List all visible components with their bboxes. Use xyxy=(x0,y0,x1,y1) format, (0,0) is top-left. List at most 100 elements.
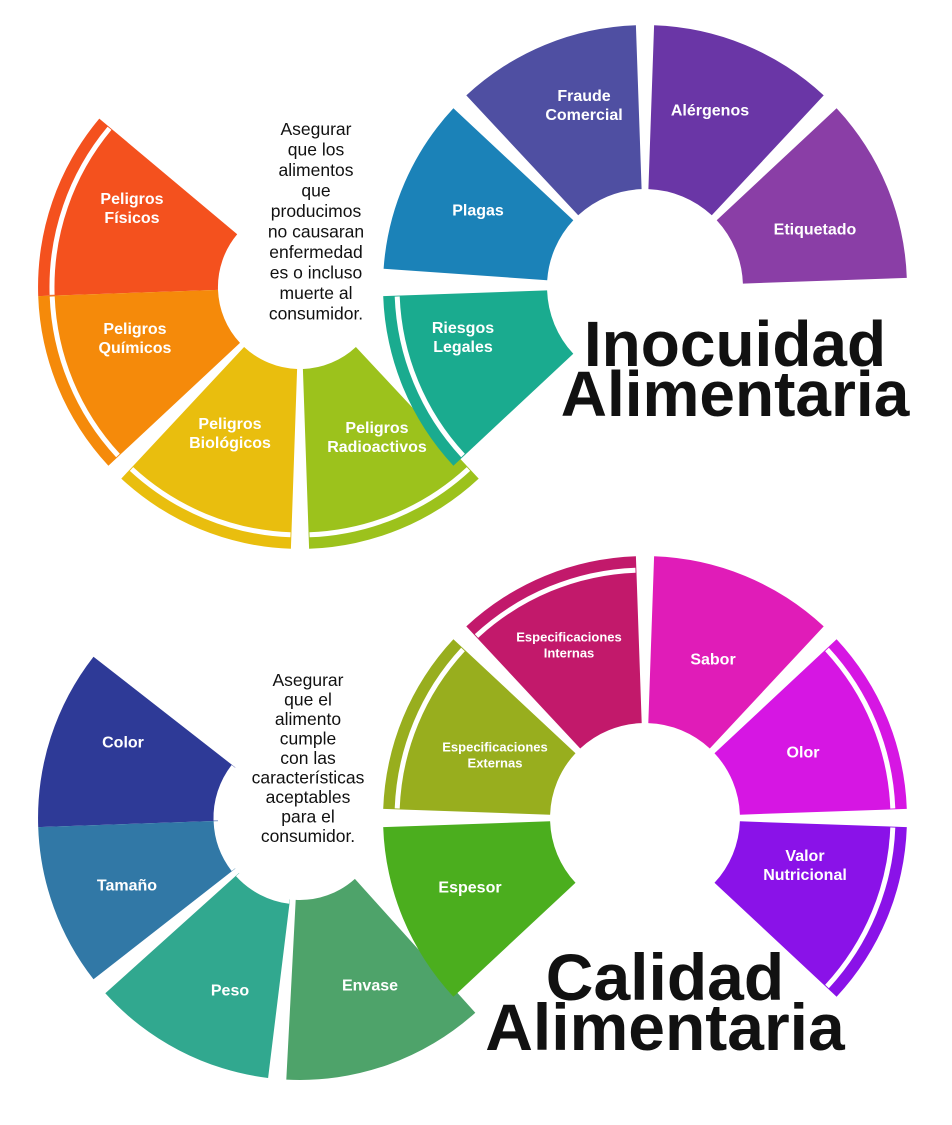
segment-alergenos: Alérgenos xyxy=(648,25,824,228)
segment-color-stripe xyxy=(213,764,236,821)
calidad-description-line-3: alimento xyxy=(275,709,341,729)
segment-label-sabor-1: Sabor xyxy=(690,652,735,669)
segment-peligros-radioactivos-stripe xyxy=(309,467,471,538)
segment-label-valor-nutricional-2: Nutricional xyxy=(763,867,847,884)
segment-label-peligros-quimicos-1: Peligros xyxy=(103,321,166,338)
segment-label-riesgos-legales-1: Riesgos xyxy=(432,320,494,337)
segment-olor-wedge xyxy=(714,639,907,815)
segment-etiquetado: Etiquetado xyxy=(704,108,907,284)
calidad-description-line-5: con las xyxy=(280,748,336,768)
segment-color-wedge xyxy=(38,656,236,828)
segment-label-tamano-1: Tamaño xyxy=(97,878,157,895)
segment-peligros-biologicos-stripe xyxy=(129,467,291,538)
segment-label-fraude-comercial-1: Fraude xyxy=(557,88,610,105)
inocuidad-description-line-5: producimos xyxy=(271,201,362,221)
segment-label-espesor-1: Espesor xyxy=(438,880,501,897)
inocuidad-description-line-9: muerte al xyxy=(280,283,353,303)
calidad-description-line-4: cumple xyxy=(280,729,336,749)
segment-sabor: Sabor xyxy=(648,556,824,749)
segment-peso-stripe xyxy=(235,872,290,904)
inocuidad-description-line-10: consumidor. xyxy=(269,304,363,324)
segment-label-etiquetado-1: Etiquetado xyxy=(774,222,857,239)
segment-tamano: Tamaño xyxy=(38,820,236,980)
segment-espesor-stripe xyxy=(558,821,586,877)
segment-plagas-stripe xyxy=(558,228,586,282)
segment-label-especificaciones-externas-2: Externas xyxy=(468,756,523,771)
segment-label-peligros-radioactivos-2: Radioactivos xyxy=(327,439,427,456)
segment-fraude-comercial-stripe xyxy=(586,200,642,228)
segment-olor: Olor xyxy=(714,639,907,815)
segment-peligros-biologicos-wedge xyxy=(121,347,298,549)
segment-label-peligros-fisicos-2: Físicos xyxy=(104,210,159,227)
calidad-description-line-2: que el xyxy=(284,690,332,710)
segment-label-peligros-radioactivos-1: Peligros xyxy=(345,420,408,437)
inocuidad-description-line-3: alimentos xyxy=(279,160,354,180)
segment-color: Color xyxy=(38,656,236,828)
calidad-description-line-8: para el xyxy=(281,807,335,827)
inocuidad-diagram: PeligrosFísicosPeligrosQuímicosPeligrosB… xyxy=(38,25,907,549)
segment-label-plagas-1: Plagas xyxy=(452,203,504,220)
segment-envase: Envase xyxy=(286,878,476,1080)
segment-etiquetado-stripe xyxy=(704,228,732,284)
segment-label-valor-nutricional-1: Valor xyxy=(785,848,824,865)
segment-especificaciones-internas-stripe xyxy=(474,567,636,638)
calidad-description-line-7: aceptables xyxy=(266,787,351,807)
segment-alergenos-wedge xyxy=(648,25,824,216)
segment-olor-stripe xyxy=(825,647,896,809)
inocuidad-description-line-4: que xyxy=(301,181,330,201)
segment-espesor: Espesor xyxy=(383,821,586,997)
calidad-description-line-9: consumidor. xyxy=(261,826,355,846)
inocuidad-description-line-2: que los xyxy=(288,140,345,160)
calidad-title-line2: Alimentaria xyxy=(485,990,846,1064)
segment-label-envase-1: Envase xyxy=(342,978,398,995)
segment-label-peligros-fisicos-1: Peligros xyxy=(100,191,163,208)
segment-peso-wedge xyxy=(105,872,290,1078)
segment-valor-nutricional-wedge xyxy=(714,821,907,997)
inocuidad-description-line-1: Asegurar xyxy=(280,119,351,139)
segment-espesor-wedge xyxy=(383,821,576,997)
segment-label-peligros-biologicos-1: Peligros xyxy=(198,416,261,433)
segment-tamano-wedge xyxy=(38,820,236,980)
inocuidad-description-line-8: es o incluso xyxy=(270,263,362,283)
segment-peligros-quimicos-stripe xyxy=(49,296,120,458)
segment-envase-wedge xyxy=(286,878,476,1080)
segment-peligros-radioactivos-wedge xyxy=(302,347,479,549)
inocuidad-description-line-7: enfermedad xyxy=(269,242,362,262)
segment-label-color-1: Color xyxy=(102,735,144,752)
segment-fraude-comercial-wedge xyxy=(466,25,642,216)
segment-label-peligros-quimicos-2: Químicos xyxy=(99,340,172,357)
segment-alergenos-stripe xyxy=(648,200,704,228)
segment-etiquetado-wedge xyxy=(716,108,907,284)
segment-label-peso-1: Peso xyxy=(211,983,249,1000)
segment-especificaciones-internas-wedge xyxy=(466,556,642,749)
inocuidad-title-line2: Alimentaria xyxy=(561,358,910,430)
segment-riesgos-legales-stripe xyxy=(394,296,465,458)
calidad-description-line-1: Asegurar xyxy=(272,670,343,690)
segment-label-fraude-comercial-2: Comercial xyxy=(545,107,622,124)
segment-riesgos-legales-wedge xyxy=(383,290,574,466)
segment-label-peligros-biologicos-2: Biológicos xyxy=(189,435,271,452)
segment-plagas-wedge xyxy=(383,108,574,281)
inocuidad-description-line-6: no causaran xyxy=(268,222,364,242)
segment-sabor-wedge xyxy=(648,556,824,749)
segment-tamano-stripe xyxy=(213,821,236,872)
segment-label-especificaciones-internas-2: Internas xyxy=(544,646,595,661)
segment-label-especificaciones-internas-1: Especificaciones xyxy=(516,630,622,645)
segment-peso: Peso xyxy=(105,872,290,1078)
segment-valor-nutricional-stripe xyxy=(825,827,896,989)
calidad-description-line-6: características xyxy=(252,768,365,788)
segment-label-riesgos-legales-2: Legales xyxy=(433,339,493,356)
segment-label-olor-1: Olor xyxy=(787,745,820,762)
segment-label-especificaciones-externas-1: Especificaciones xyxy=(442,740,548,755)
